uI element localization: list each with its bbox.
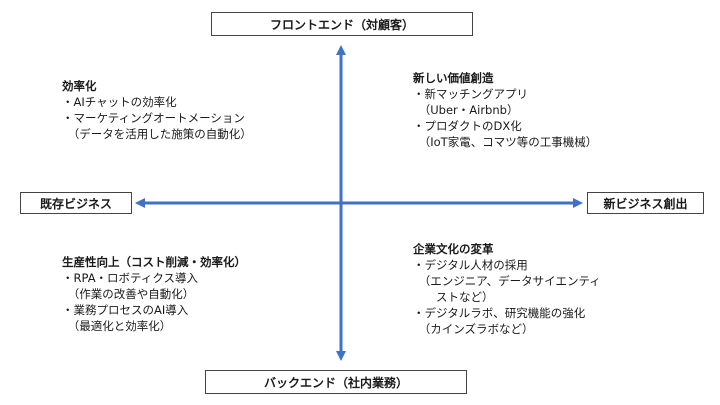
quadrant-line: ・業務プロセスのAI導入: [62, 303, 189, 317]
quadrant-line: ・RPA・ロボティクス導入: [62, 271, 199, 285]
quadrant-top-left: 効率化 ・AIチャットの効率化 ・マーケティングオートメーション （データを活用…: [62, 78, 252, 142]
quadrant-line: （データを活用した施策の自動化）: [62, 127, 252, 141]
quadrant-top-right: 新しい価値創造 ・新マッチングアプリ （Uber・Airbnb） ・プロダクトの…: [413, 70, 597, 150]
quadrant-line: ・デジタルラボ、研究機能の強化: [413, 306, 586, 320]
quadrant-line: ・新マッチングアプリ: [413, 87, 528, 101]
axis-label-top: フロントエンド（対顧客）: [211, 12, 473, 36]
quadrant-line: （Uber・Airbnb）: [413, 103, 519, 117]
quadrant-line: ・プロダクトのDX化: [413, 119, 522, 133]
quadrant-title: 効率化: [62, 79, 97, 93]
quadrant-line: ストなど）: [413, 290, 494, 304]
quadrant-title: 生産性向上（コスト削減・効率化）: [62, 255, 246, 269]
quadrant-line: ・マーケティングオートメーション: [62, 111, 245, 125]
quadrant-title: 企業文化の変革: [413, 242, 494, 256]
quadrant-line: （IoT家電、コマツ等の工事機械）: [413, 135, 598, 149]
quadrant-line: （カインズラボなど）: [413, 322, 534, 336]
quadrant-line: （最適化と効率化）: [62, 319, 172, 333]
quadrant-title: 新しい価値創造: [413, 71, 494, 85]
quadrant-line: （エンジニア、データサイエンティ: [413, 274, 601, 288]
quadrant-bottom-left: 生産性向上（コスト削減・効率化） ・RPA・ロボティクス導入 （作業の改善や自動…: [62, 254, 246, 334]
axis-label-left: 既存ビジネス: [20, 192, 132, 214]
quadrant-line: ・デジタル人材の採用: [413, 258, 528, 272]
quadrant-line: （作業の改善や自動化）: [62, 287, 195, 301]
quadrant-line: ・AIチャットの効率化: [62, 95, 177, 109]
quadrant-bottom-right: 企業文化の変革 ・デジタル人材の採用 （エンジニア、データサイエンティ ストなど…: [413, 241, 601, 337]
axis-label-bottom: バックエンド（社内業務）: [205, 370, 467, 394]
axis-label-right: 新ビジネス創出: [587, 192, 704, 214]
